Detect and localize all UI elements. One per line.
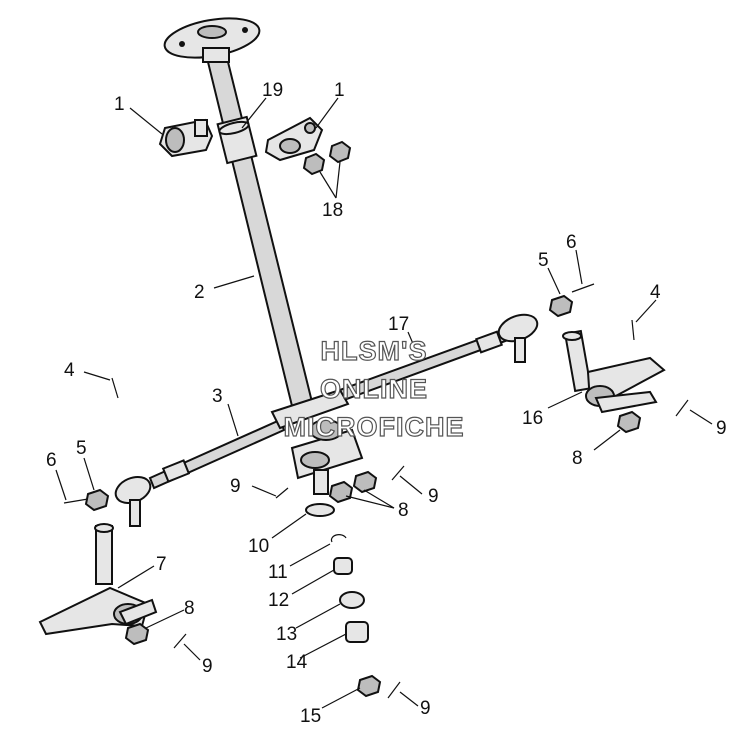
bushing-clamp-right [264, 116, 324, 162]
steering-arm [270, 388, 364, 495]
tie-rod-left [114, 418, 286, 527]
callout-17: 17 [388, 314, 409, 335]
callout-1-right: 1 [334, 80, 345, 101]
callout-11: 11 [268, 562, 288, 583]
steering-post [163, 17, 314, 408]
hardware [63, 283, 689, 699]
watermark-line-2: ONLINE [320, 374, 428, 404]
callout-9-left: 9 [202, 656, 213, 677]
callout-2: 2 [194, 282, 205, 303]
callout-10: 10 [248, 536, 269, 557]
callout-19: 19 [262, 80, 283, 101]
callout-12: 12 [268, 590, 289, 611]
callout-9-center-right: 9 [428, 486, 439, 507]
callout-3: 3 [212, 386, 223, 407]
callout-9-right: 9 [716, 418, 727, 439]
callout-1-left: 1 [114, 94, 125, 115]
spindle-right [562, 329, 666, 414]
watermark-line-3: MICROFICHE [284, 412, 465, 442]
bushing-clamp-left [158, 118, 214, 158]
spindle-left [38, 523, 158, 636]
callout-6-right: 6 [566, 232, 577, 253]
callout-5-right: 5 [538, 250, 549, 271]
callout-8-center: 8 [398, 500, 409, 521]
callout-9-center-left: 9 [230, 476, 241, 497]
leader-lines [55, 97, 713, 709]
watermark: HLSM'S ONLINE MICROFICHE [283, 335, 465, 442]
callout-5-left: 5 [76, 438, 87, 459]
callout-8-right: 8 [572, 448, 583, 469]
callout-13: 13 [276, 624, 297, 645]
callout-18: 18 [322, 200, 343, 221]
callout-7: 7 [156, 554, 167, 575]
watermark-line-1: HLSM'S [321, 336, 428, 366]
callout-6-left: 6 [46, 450, 57, 471]
callout-9-bottom: 9 [420, 698, 431, 719]
callout-8-left: 8 [184, 598, 195, 619]
callout-15: 15 [300, 706, 321, 727]
callout-4-left: 4 [64, 360, 75, 381]
tie-rod-right [338, 313, 539, 402]
callout-4-right: 4 [650, 282, 661, 303]
callout-14: 14 [286, 652, 308, 673]
nuts-18 [302, 140, 352, 176]
callout-16: 16 [522, 408, 543, 429]
callout-labels: 1 19 1 18 2 6 5 4 17 4 3 16 9 8 6 5 9 9 … [46, 80, 727, 727]
